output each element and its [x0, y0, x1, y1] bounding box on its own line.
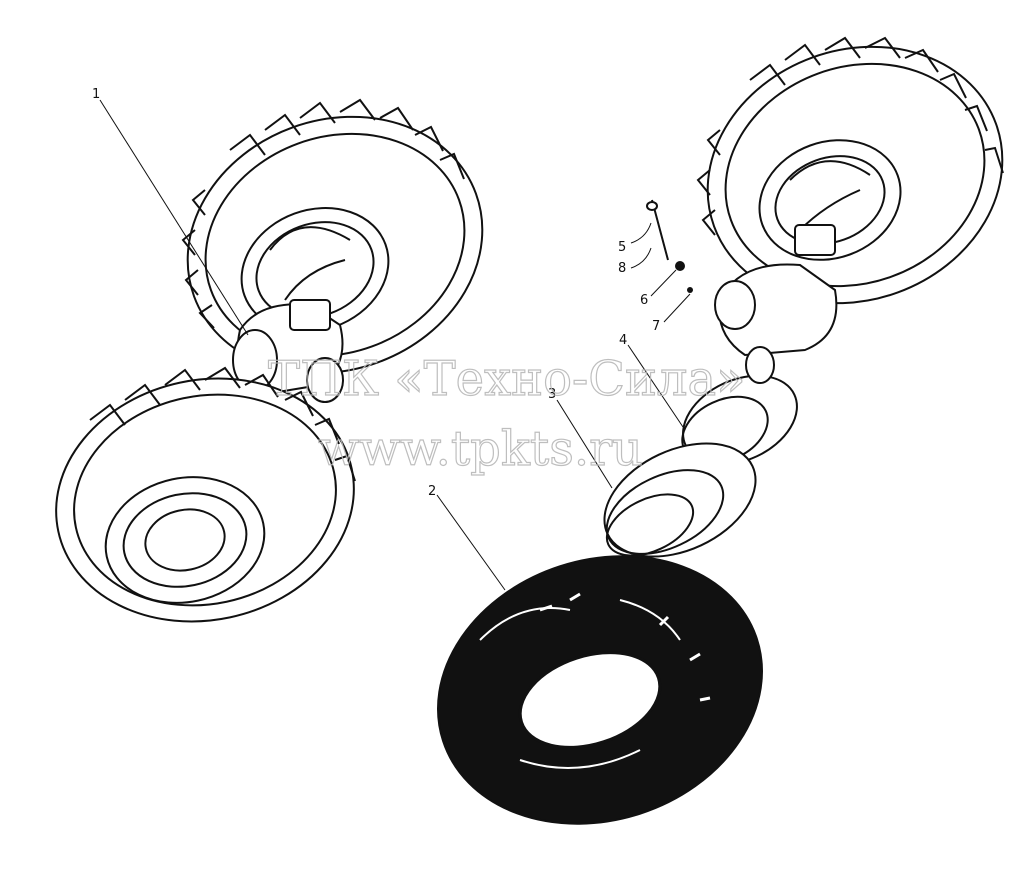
tire-black — [437, 555, 763, 825]
upper-right-wheel — [696, 36, 1004, 305]
callout-3: 3 — [548, 387, 556, 402]
upper-left-wheel — [181, 98, 484, 375]
watermark-url: www.tpkts.ru — [318, 421, 643, 477]
callout-2: 2 — [428, 484, 436, 499]
fastener-stack — [646, 199, 693, 293]
assembled-axle-left — [55, 98, 484, 623]
callout-labels: 1 2 3 4 5 8 6 7 — [92, 87, 660, 499]
brake-drum — [681, 346, 798, 466]
rim-ring — [603, 442, 757, 558]
exploded-axle-right — [437, 36, 1004, 825]
lower-left-wheel — [55, 366, 356, 623]
callout-7: 7 — [652, 319, 660, 334]
final-drive-housing — [714, 224, 838, 357]
watermark-company: ТПК «Техно-Сила» — [268, 351, 745, 407]
watermark: ТПК «Техно-Сила» www.tpkts.ru — [267, 350, 746, 477]
leader-lines — [99, 99, 691, 591]
callout-1: 1 — [92, 87, 100, 102]
axle-housing-left — [232, 299, 344, 403]
callout-4: 4 — [619, 333, 627, 348]
callout-5: 5 — [618, 240, 626, 255]
callout-8: 8 — [618, 261, 626, 276]
callout-6: 6 — [640, 293, 648, 308]
